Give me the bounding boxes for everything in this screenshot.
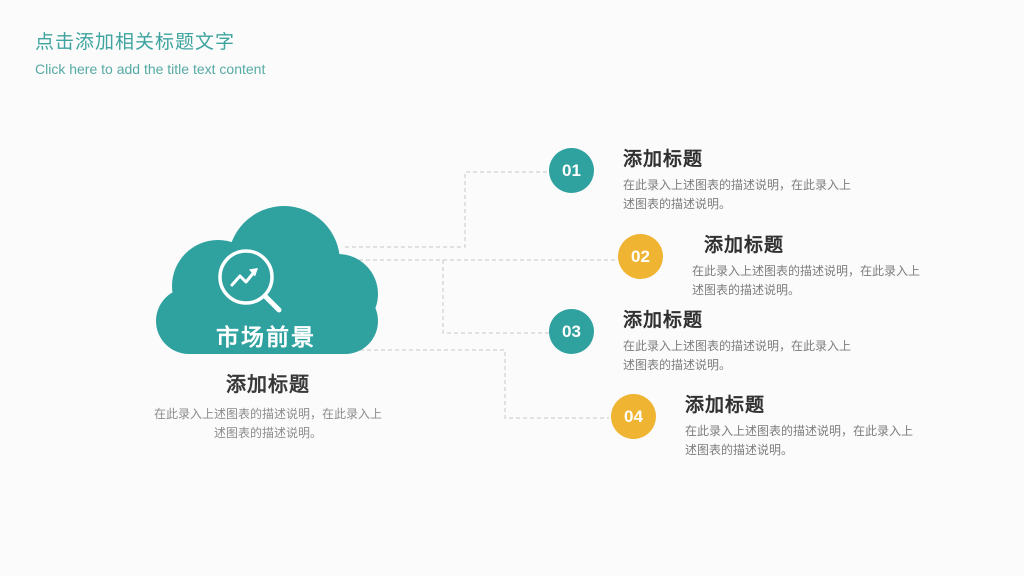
item-desc-03: 在此录入上述图表的描述说明，在此录入上述图表的描述说明。	[623, 339, 852, 372]
item-text-04: 添加标题 在此录入上述图表的描述说明，在此录入上述图表的描述说明。	[685, 394, 917, 459]
cloud-shape: 市场前景	[146, 202, 386, 362]
step-badge-01: 01	[549, 148, 594, 193]
step-badge-04: 04	[611, 394, 656, 439]
item-desc-01: 在此录入上述图表的描述说明，在此录入上述图表的描述说明。	[623, 178, 852, 211]
connector-item-3	[442, 260, 549, 334]
header: 点击添加相关标题文字 Click here to add the title t…	[35, 27, 265, 77]
cloud-caption-desc: 在此录入上述图表的描述说明，在此录入上述图表的描述说明。	[153, 407, 382, 441]
item-heading-02: 添加标题	[704, 235, 785, 256]
list-item-01: 01 添加标题 在此录入上述图表的描述说明，在此录入上述图表的描述说明。	[549, 148, 855, 213]
cloud-graphic	[156, 206, 378, 354]
item-desc-04: 在此录入上述图表的描述说明，在此录入上述图表的描述说明。	[685, 424, 914, 457]
step-badge-03: 03	[549, 309, 594, 354]
item-text-01: 添加标题 在此录入上述图表的描述说明，在此录入上述图表的描述说明。	[623, 148, 855, 213]
item-heading-04: 添加标题	[685, 395, 766, 416]
cloud-caption: 添加标题 在此录入上述图表的描述说明，在此录入上述图表的描述说明。	[140, 368, 396, 443]
item-desc-02: 在此录入上述图表的描述说明，在此录入上述图表的描述说明。	[692, 264, 921, 297]
page-title: 点击添加相关标题文字	[35, 32, 236, 53]
list-item-04: 04 添加标题 在此录入上述图表的描述说明，在此录入上述图表的描述说明。	[611, 394, 917, 459]
item-heading-01: 添加标题	[623, 149, 704, 170]
item-text-02: 添加标题 在此录入上述图表的描述说明，在此录入上述图表的描述说明。	[692, 234, 924, 299]
cloud-label: 市场前景	[216, 324, 316, 350]
step-badge-02: 02	[618, 234, 663, 279]
item-heading-03: 添加标题	[623, 310, 704, 331]
magnifier-trend-icon	[218, 249, 282, 313]
list-item-02: 02 添加标题 在此录入上述图表的描述说明，在此录入上述图表的描述说明。	[618, 234, 924, 299]
page-subtitle: Click here to add the title text content	[35, 61, 266, 77]
cloud-caption-heading: 添加标题	[226, 374, 310, 396]
list-item-03: 03 添加标题 在此录入上述图表的描述说明，在此录入上述图表的描述说明。	[549, 309, 855, 374]
item-text-03: 添加标题 在此录入上述图表的描述说明，在此录入上述图表的描述说明。	[623, 309, 855, 374]
